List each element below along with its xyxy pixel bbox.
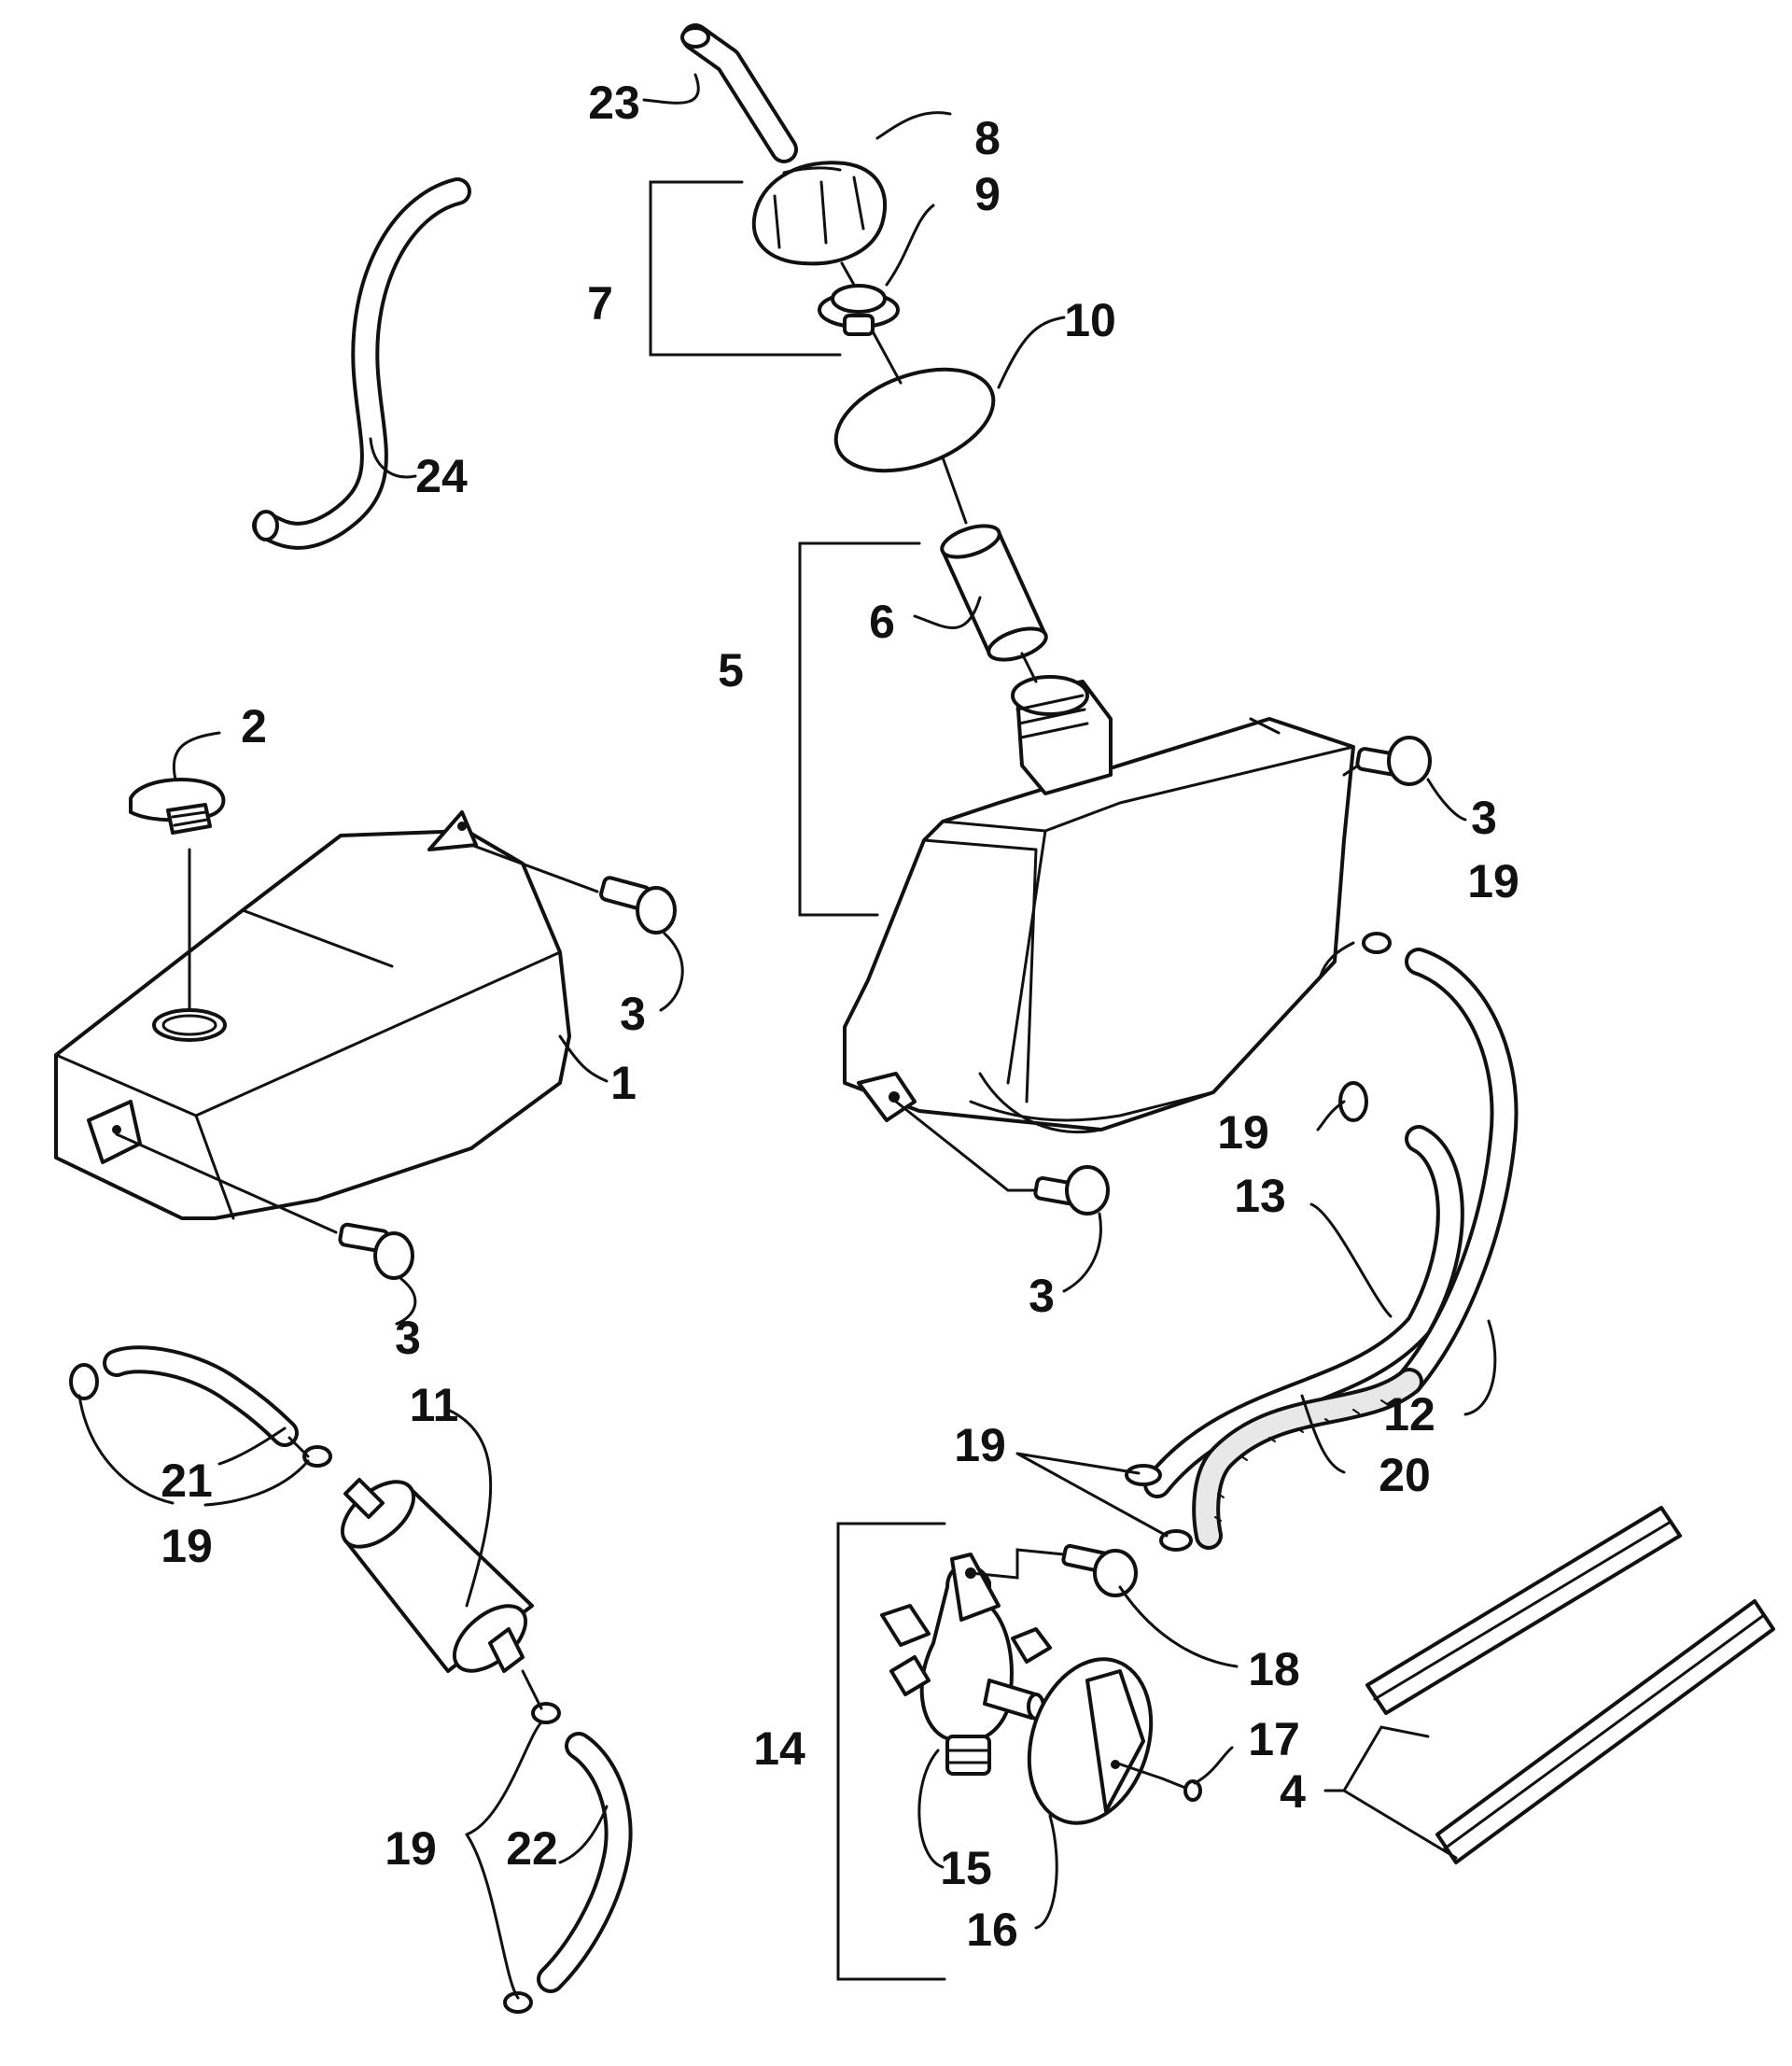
callout-19-filter-inlet: 19	[161, 1520, 213, 1572]
callout-labels: 1 2 3 3 3 3 4 5 6 7 8 9 10 11 12 13 14 1…	[161, 77, 1519, 1956]
fuel-hose-12	[1395, 948, 1519, 1396]
oil-tank-1	[54, 810, 571, 1220]
callout-19-filter-outlet: 19	[385, 1822, 437, 1875]
fuel-hose-13	[1143, 1125, 1464, 1498]
bracket-5	[798, 541, 921, 917]
callout-19-fuel-tank-upper: 19	[1467, 855, 1519, 907]
callout-6: 6	[869, 596, 895, 648]
fuel-hose-20	[1192, 1368, 1423, 1550]
bracket-14	[836, 1522, 946, 1981]
bolt-18	[1061, 1543, 1138, 1597]
fuel-filter-11	[340, 1478, 534, 1673]
vent-hose-23	[680, 23, 798, 163]
callout-9: 9	[974, 168, 1001, 220]
oil-cap-2	[129, 778, 226, 835]
callout-18: 18	[1248, 1643, 1300, 1695]
clamp-19c	[1125, 1464, 1193, 1552]
fuel-hose-21	[103, 1345, 299, 1447]
leader-lines	[77, 73, 1497, 2000]
callout-8: 8	[974, 112, 1001, 164]
callout-21: 21	[161, 1455, 213, 1507]
cap-valve-9	[818, 284, 900, 336]
bolt-3d	[1033, 1165, 1110, 1216]
callout-4: 4	[1280, 1765, 1306, 1818]
bolt-3b	[338, 1222, 414, 1280]
guide-lines	[115, 261, 1360, 1780]
clamp-19d	[69, 1363, 332, 1468]
callout-1: 1	[610, 1057, 637, 1109]
callout-13: 13	[1234, 1170, 1286, 1222]
callout-17: 17	[1248, 1713, 1300, 1765]
callout-2: 2	[241, 700, 267, 752]
callout-3-oil-tank-upper: 3	[620, 988, 646, 1040]
callout-24: 24	[415, 450, 468, 502]
callout-19-hose-ends: 19	[954, 1419, 1006, 1471]
callout-23: 23	[588, 77, 640, 129]
gasket-10	[833, 367, 996, 473]
valve-outlet-15	[945, 1735, 991, 1776]
fuel-tank-5	[843, 675, 1355, 1133]
clamp-19e	[503, 1702, 561, 2014]
clamp-19a	[1362, 932, 1392, 954]
callout-7: 7	[587, 277, 613, 330]
bolt-3c	[1355, 736, 1432, 786]
callout-3-fuel-tank-lower: 3	[1029, 1270, 1055, 1322]
foam-strip-4a	[1365, 1506, 1682, 1715]
valve-knob-16	[1027, 1657, 1154, 1825]
fuel-valve-14	[880, 1553, 1052, 1744]
callout-3-oil-tank-lower: 3	[395, 1312, 421, 1364]
bolt-3a	[599, 876, 677, 935]
vent-hose-24	[252, 177, 471, 550]
callout-3-fuel-tank-upper: 3	[1471, 792, 1497, 844]
callout-5: 5	[718, 644, 744, 696]
callout-15: 15	[940, 1842, 992, 1894]
callout-20: 20	[1379, 1449, 1431, 1501]
callout-12: 12	[1383, 1388, 1435, 1441]
screw-17	[1160, 1777, 1202, 1802]
callout-22: 22	[506, 1822, 558, 1875]
gas-cap-8	[751, 161, 888, 266]
clamp-19b	[1338, 1081, 1368, 1122]
bracket-7	[649, 180, 842, 357]
callout-10: 10	[1064, 294, 1116, 346]
fuel-hose-22	[537, 1732, 633, 1993]
callout-11: 11	[410, 1379, 459, 1431]
filler-tube-6	[940, 524, 1048, 662]
callout-19-fuel-tank-middle: 19	[1217, 1106, 1269, 1159]
callout-16: 16	[966, 1904, 1018, 1956]
callout-14: 14	[753, 1722, 805, 1775]
